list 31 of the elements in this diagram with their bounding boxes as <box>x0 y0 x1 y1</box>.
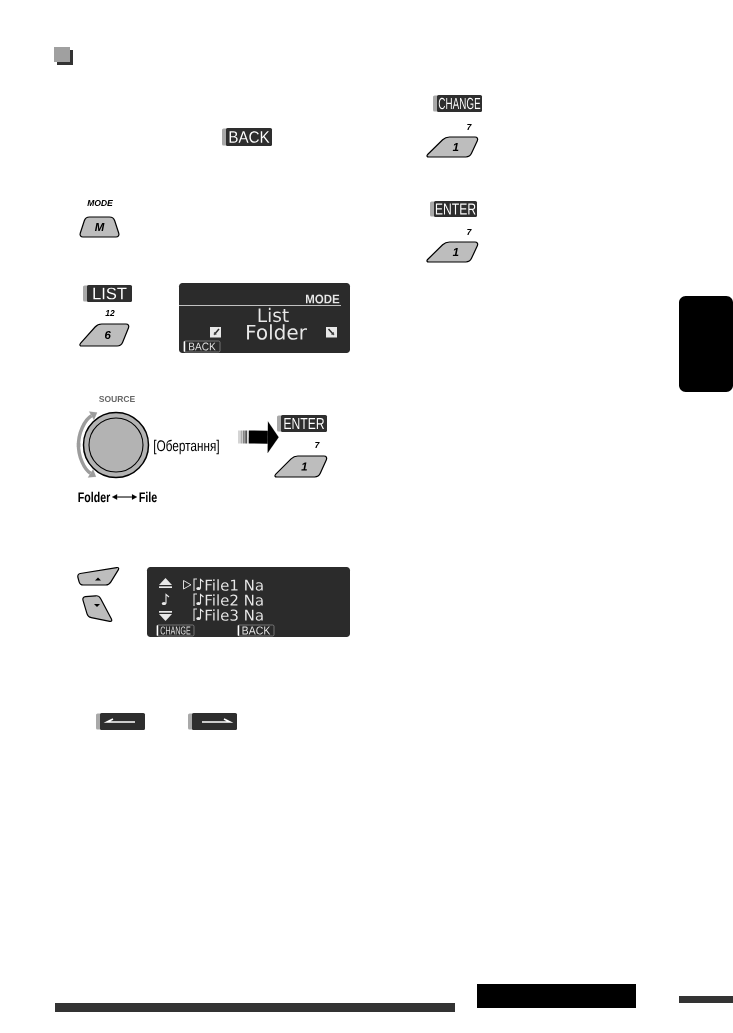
block-arrow <box>238 421 279 454</box>
button-caption: 7 <box>467 229 472 235</box>
option-label: Folder <box>78 491 111 503</box>
preset-button: 6 <box>79 323 130 347</box>
display-tag: BACK <box>183 340 221 353</box>
key-label: BACK <box>222 128 272 146</box>
display-text: List <box>258 307 289 323</box>
display-text: File3 Na <box>205 609 263 621</box>
side-tab <box>679 296 733 392</box>
preset-button: 1 <box>426 241 479 263</box>
display-text: File1 Na <box>205 579 263 591</box>
key-label: ENTER <box>277 415 327 432</box>
display-tag: BACK <box>237 624 275 637</box>
display-text: Folder <box>247 324 307 340</box>
display-text: MODE <box>306 294 340 304</box>
key-label: CHANGE <box>433 95 482 112</box>
display-text: File2 Na <box>205 594 263 606</box>
button-caption: 7 <box>315 442 320 448</box>
display-tag: CHANGE <box>156 624 195 637</box>
button-caption: 12 <box>105 310 115 316</box>
key-label: LIST <box>83 285 132 302</box>
option-label: File <box>139 491 157 503</box>
dial-label: SOURCE <box>99 396 135 402</box>
button-caption: MODE <box>87 200 113 206</box>
button-caption: 7 <box>467 124 472 130</box>
preset-button: 1 <box>274 455 328 478</box>
double-arrow <box>111 494 138 500</box>
mode-button: M <box>79 216 120 238</box>
dial-caption: [Обертання] <box>154 439 219 455</box>
preset-button: 1 <box>426 136 479 158</box>
key-label: ENTER <box>430 201 477 217</box>
